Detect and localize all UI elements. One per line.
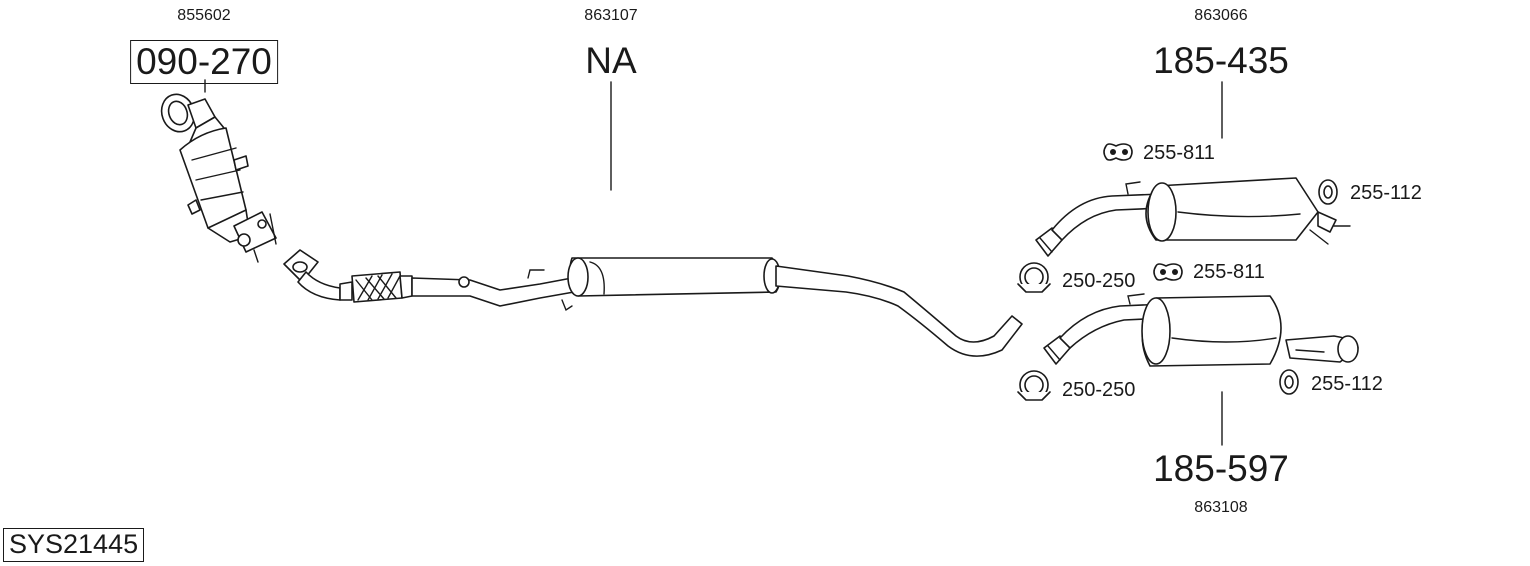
label-clamp-upper: 250-250 [1062, 270, 1136, 292]
oe-number-rear-silencer-lower: 863108 [1194, 499, 1248, 516]
clamp-upper-icon [1017, 262, 1051, 293]
oe-number-catalytic-converter: 855602 [177, 7, 231, 24]
label-rubber-ring-lower: 255-112 [1311, 373, 1383, 395]
rubber-ring-upper-icon [1318, 179, 1338, 205]
clamp-lower-icon [1017, 370, 1051, 401]
system-code: SYS21445 [3, 528, 145, 562]
label-rubber-ring-upper: 255-112 [1350, 182, 1422, 204]
rear-silencer-upper-part [1035, 177, 1351, 257]
part-number-rear-silencer-upper: 185-435 [1153, 40, 1289, 81]
part-number-catalytic-converter: 090-270 [130, 40, 278, 84]
catalytic-converter-part [160, 93, 277, 263]
part-number-rear-silencer-lower: 185-597 [1153, 448, 1289, 489]
label-rubber-mount-middle: 255-811 [1193, 261, 1265, 283]
rubber-mount-middle-icon [1153, 263, 1183, 281]
label-clamp-lower: 250-250 [1062, 379, 1136, 401]
oe-number-middle-section: 863107 [584, 7, 638, 24]
rubber-ring-lower-icon [1279, 369, 1299, 395]
label-rubber-mount-upper: 255-811 [1143, 142, 1215, 164]
middle-section-part [283, 249, 1023, 357]
part-number-middle-section: NA [585, 40, 637, 81]
oe-number-rear-silencer-upper: 863066 [1194, 7, 1248, 24]
rubber-mount-upper-icon [1103, 143, 1133, 161]
rear-silencer-lower-part [1043, 293, 1359, 367]
